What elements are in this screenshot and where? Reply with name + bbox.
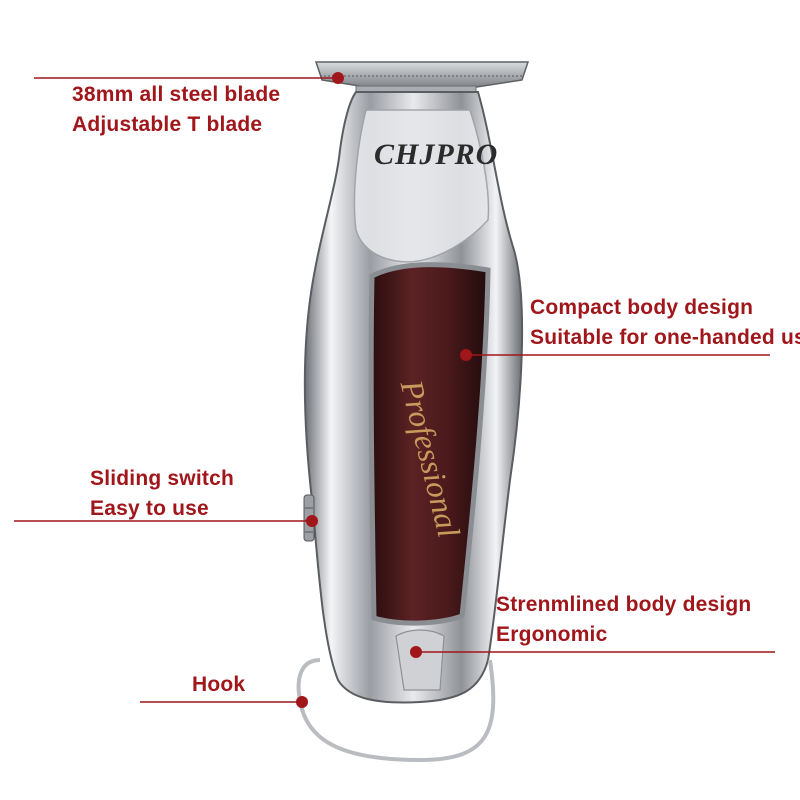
callout-body-line-1: Compact body design <box>530 296 754 319</box>
callout-switch-line-1: Sliding switch <box>90 467 234 490</box>
callout-hook: Hook <box>192 670 245 700</box>
callout-streamline-line-2: Ergonomic <box>496 623 608 646</box>
callout-body: Compact body design Suitable for one-han… <box>530 293 800 353</box>
callout-dot-body <box>460 349 472 361</box>
callout-dot-streamline <box>410 646 422 658</box>
callout-dot-blade <box>332 72 344 84</box>
callout-hook-line-1: Hook <box>192 673 246 696</box>
callout-switch-line-2: Easy to use <box>90 497 209 520</box>
trimmer-body <box>303 91 524 704</box>
callout-blade-line-2: Adjustable T blade <box>72 113 263 136</box>
callout-streamline-line-1: Strenmlined body design <box>496 593 752 616</box>
callout-blade: 38mm all steel blade Adjustable T blade <box>72 80 280 140</box>
wire-hook <box>296 658 496 763</box>
callout-body-line-2: Suitable for one-handed use <box>530 326 800 349</box>
brand-logo: CHJPRO <box>374 138 499 171</box>
callout-dot-switch <box>306 515 318 527</box>
callout-lines <box>14 72 775 708</box>
callout-dot-hook <box>296 696 308 708</box>
callout-blade-line-1: 38mm all steel blade <box>72 83 281 106</box>
callout-streamline: Strenmlined body design Ergonomic <box>496 590 751 650</box>
callout-switch: Sliding switch Easy to use <box>90 464 234 524</box>
